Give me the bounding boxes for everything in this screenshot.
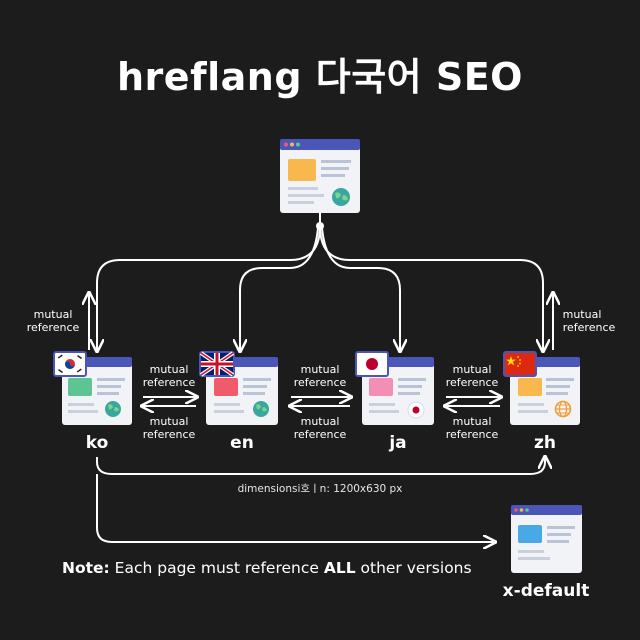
ko-page-window [53,351,132,425]
ko-en-mutual-label: mutual [150,363,189,376]
globe-icon [332,188,350,206]
ko-en-mutual-arrows: mutual reference mutual reference [143,363,196,441]
jp-flag-icon [355,351,389,377]
ja-zh-mutual-label-2: mutual [453,415,492,428]
zh-accent-block [518,378,542,396]
dimensions-label: dimensionsi호ㅣn: 1200x630 px [238,483,403,495]
en-ja-mutual-label-2: mutual [301,415,340,428]
ja-zh-mutual-label: mutual [453,363,492,376]
ja-zh-reference-label: reference [446,376,499,389]
note: Note: Each page must reference ALL other… [62,559,472,577]
root-page-window [280,139,360,213]
en-ja-reference-label-2: reference [294,428,347,441]
left-reference-label: reference [27,321,80,334]
x-default-accent-block [518,525,542,543]
page-title: hreflang 다국어 SEO [117,55,523,99]
ko-en-reference-label-2: reference [143,428,196,441]
ko-accent-block [68,378,92,396]
cn-flag-icon [503,351,537,377]
ja-zh-reference-label-2: reference [446,428,499,441]
en-accent-block [214,378,238,396]
web-globe-icon [554,400,572,418]
ko-label: ko [86,433,109,453]
ja-zh-mutual-arrows: mutual reference mutual reference [446,363,500,441]
root-connectors [97,213,543,350]
ko-bottom-connectors [96,457,545,542]
zh-page-window [503,351,580,425]
globe-icon [105,401,121,417]
ja-label: ja [388,433,406,453]
gb-flag-icon [199,351,235,377]
kr-flag-icon [53,351,87,377]
en-label: en [230,433,254,453]
zh-label: zh [534,433,556,453]
ja-accent-block [369,378,393,396]
en-ja-mutual-arrows: mutual reference mutual reference [291,363,350,441]
globe-icon [253,401,269,417]
note-suffix: other versions [355,559,472,577]
ko-en-reference-label: reference [143,376,196,389]
en-ja-mutual-label: mutual [301,363,340,376]
note-middle: Each page must reference [109,559,324,577]
note-emphasis: ALL [323,559,356,577]
ja-page-window [355,351,434,425]
x-default-page-window [511,505,582,573]
left-mutual-label: mutual [34,308,73,321]
right-mutual-label: mutual [563,308,602,321]
jp-flag-small-icon [407,401,425,419]
right-reference-label: reference [563,321,616,334]
x-default-label: x-default [503,581,590,601]
en-page-window [199,351,278,425]
ko-en-mutual-label-2: mutual [150,415,189,428]
root-accent-block [288,159,316,181]
note-prefix: Note: [62,559,110,577]
en-ja-reference-label: reference [294,376,347,389]
